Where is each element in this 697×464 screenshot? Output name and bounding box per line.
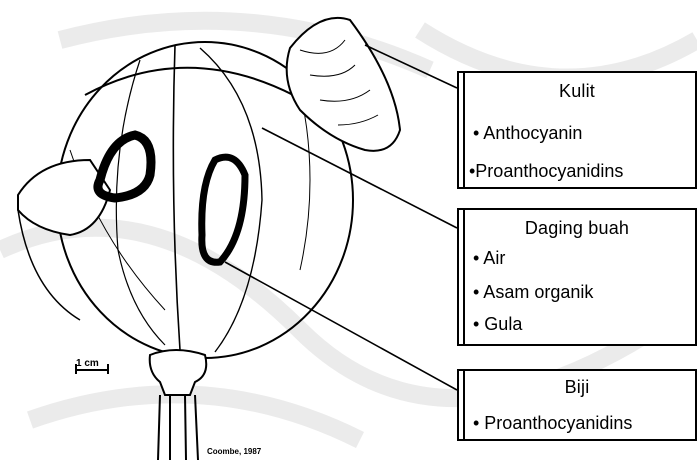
- label-title-daging-buah: Daging buah: [459, 218, 695, 239]
- label-box-biji: Biji • Proanthocyanidins: [457, 369, 697, 441]
- skin-flap: [287, 18, 400, 151]
- label-item: • Proanthocyanidins: [473, 413, 632, 434]
- label-item: • Asam organik: [473, 282, 593, 303]
- label-item: • Air: [473, 248, 505, 269]
- peripheral-vascular-line: [200, 48, 262, 352]
- label-item: • Anthocyanin: [473, 123, 582, 144]
- label-item: • Gula: [473, 314, 522, 335]
- figure-credit: Coombe, 1987: [207, 447, 261, 456]
- label-box-kulit: Kulit • Anthocyanin •Proanthocyanidins: [457, 71, 697, 189]
- label-item: •Proanthocyanidins: [469, 161, 623, 182]
- scale-bar-label: 1 cm: [76, 358, 99, 369]
- pedicel: [150, 350, 207, 460]
- central-vascular-bundle: [173, 45, 180, 350]
- label-title-biji: Biji: [459, 377, 695, 398]
- seed-right: [202, 157, 245, 262]
- label-box-daging-buah: Daging buah • Air • Asam organik • Gula: [457, 208, 697, 346]
- label-title-kulit: Kulit: [459, 81, 695, 102]
